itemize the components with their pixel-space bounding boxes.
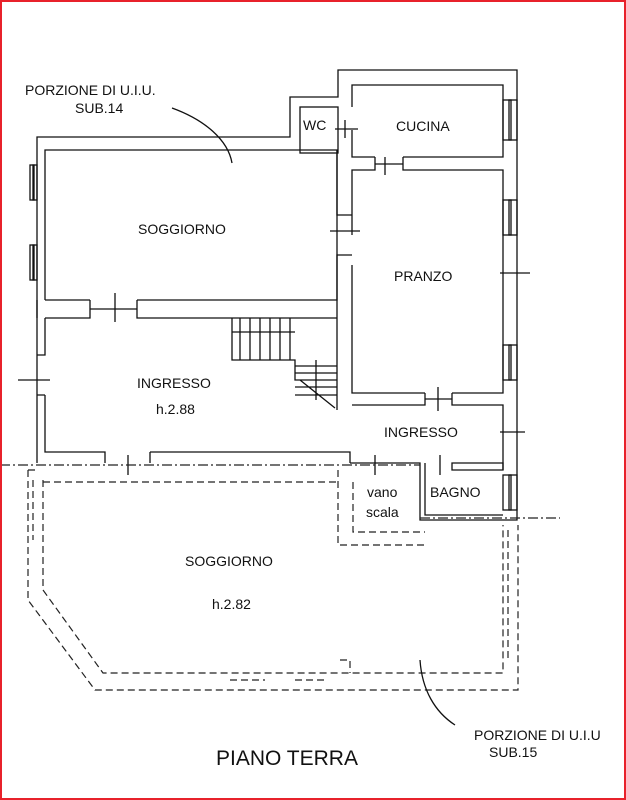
windows (29, 99, 518, 511)
door-marks (18, 120, 530, 475)
upper-portion-label: PORZIONE DI U.I.U. (25, 82, 156, 98)
plan-title: PIANO TERRA (216, 747, 358, 770)
room-label-scala: scala (366, 504, 399, 520)
room-height-soggiorno: h.2.82 (212, 596, 251, 612)
room-label-wc: WC (303, 117, 326, 133)
room-label-vano: vano (367, 484, 398, 500)
lower-portion-sub: SUB.15 (489, 744, 537, 760)
lower-portion-label: PORZIONE DI U.I.U (474, 727, 601, 743)
room-height-ingresso: h.2.88 (156, 401, 195, 417)
leader-lines (171, 107, 456, 726)
walls (36, 69, 518, 521)
room-label-soggiorno-lower: SOGGIORNO (185, 553, 273, 569)
room-label-soggiorno-upper: SOGGIORNO (138, 221, 226, 237)
room-label-ingresso-left: INGRESSO (137, 375, 211, 391)
room-label-bagno: BAGNO (430, 484, 481, 500)
room-label-pranzo: PRANZO (394, 268, 452, 284)
room-label-cucina: CUCINA (396, 118, 450, 134)
property-lines (2, 464, 560, 519)
room-label-ingresso-right: INGRESSO (384, 424, 458, 440)
lower-unit-walls (27, 469, 519, 691)
upper-portion-sub: SUB.14 (75, 100, 123, 116)
